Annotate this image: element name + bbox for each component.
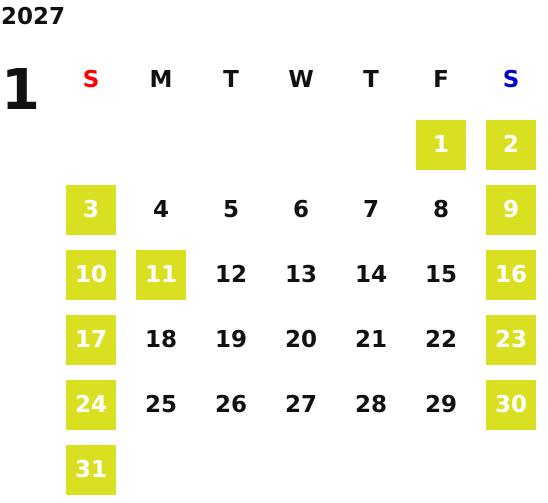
weekday-header-thu: T (363, 67, 379, 93)
day-cell-8[interactable]: 8 (432, 197, 449, 223)
weekday-header-fri: F (433, 67, 449, 93)
week-row: 17 18 19 20 21 22 23 (66, 315, 548, 365)
day-cell-15[interactable]: 15 (424, 262, 457, 288)
day-cell-27[interactable]: 27 (284, 392, 317, 418)
week-row: 3 4 5 6 7 8 9 (66, 185, 548, 235)
day-cell-11[interactable]: 11 (136, 250, 186, 300)
weekday-header-sat: S (502, 67, 520, 93)
day-cell-16[interactable]: 16 (486, 250, 536, 300)
weekday-header-mon: M (149, 67, 173, 93)
day-cell-25[interactable]: 25 (144, 392, 177, 418)
weekday-header-sun: S (82, 67, 100, 93)
day-cell-29[interactable]: 29 (424, 392, 457, 418)
day-cell-13[interactable]: 13 (284, 262, 317, 288)
day-cell-18[interactable]: 18 (144, 327, 177, 353)
day-cell-7[interactable]: 7 (362, 197, 379, 223)
day-cell-9[interactable]: 9 (486, 185, 536, 235)
day-cell-4[interactable]: 4 (152, 197, 169, 223)
day-cell-31[interactable]: 31 (66, 445, 116, 495)
day-cell-1[interactable]: 1 (416, 120, 466, 170)
day-cell-22[interactable]: 22 (424, 327, 457, 353)
day-cell-20[interactable]: 20 (284, 327, 317, 353)
calendar-month: 1 (1, 58, 40, 123)
calendar-year: 2027 (1, 4, 66, 30)
day-cell-2[interactable]: 2 (486, 120, 536, 170)
day-cell-26[interactable]: 26 (214, 392, 247, 418)
day-cell-17[interactable]: 17 (66, 315, 116, 365)
day-cell-19[interactable]: 19 (214, 327, 247, 353)
day-cell-23[interactable]: 23 (486, 315, 536, 365)
weekday-header-tue: T (223, 67, 239, 93)
week-row: 24 25 26 27 28 29 30 (66, 380, 548, 430)
day-cell-10[interactable]: 10 (66, 250, 116, 300)
day-cell-12[interactable]: 12 (214, 262, 247, 288)
weekday-header-wed: W (288, 67, 314, 93)
day-cell-24[interactable]: 24 (66, 380, 116, 430)
day-cell-6[interactable]: 6 (292, 197, 309, 223)
day-cell-21[interactable]: 21 (354, 327, 387, 353)
week-row: 10 11 12 13 14 15 16 (66, 250, 548, 300)
week-row: 31 (66, 445, 548, 495)
day-cell-14[interactable]: 14 (354, 262, 387, 288)
day-cell-28[interactable]: 28 (354, 392, 387, 418)
day-cell-5[interactable]: 5 (222, 197, 239, 223)
day-cell-30[interactable]: 30 (486, 380, 536, 430)
day-cell-3[interactable]: 3 (66, 185, 116, 235)
